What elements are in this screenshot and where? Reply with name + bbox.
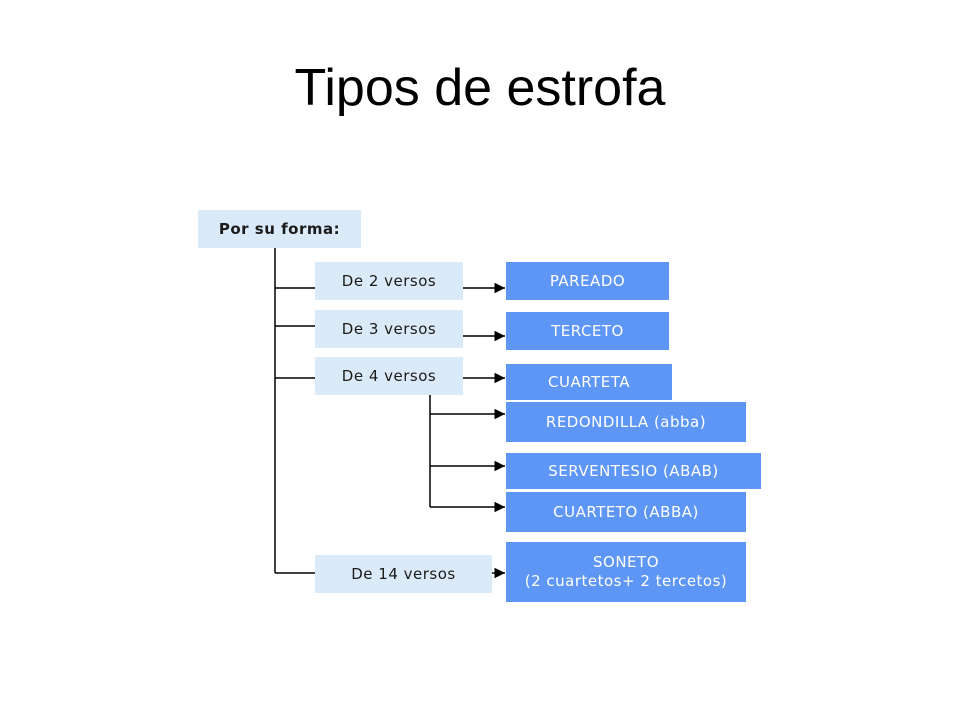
slide-title: Tipos de estrofa [294, 59, 666, 117]
result-soneto: SONETO (2 cuartetos+ 2 tercetos) [506, 542, 746, 602]
category-3-versos: De 3 versos [315, 310, 463, 348]
result-cuarteto: CUARTETO (ABBA) [506, 492, 746, 532]
result-soneto-detail: (2 cuartetos+ 2 tercetos) [524, 572, 728, 590]
result-cuarteta: CUARTETA [506, 364, 672, 400]
category-4-versos: De 4 versos [315, 357, 463, 395]
result-redondilla: REDONDILLA (abba) [506, 402, 746, 442]
result-pareado: PAREADO [506, 262, 669, 300]
result-terceto: TERCETO [506, 312, 669, 350]
result-serventesio: SERVENTESIO (ABAB) [506, 453, 761, 489]
category-14-versos: De 14 versos [315, 555, 492, 593]
root-node: Por su forma: [198, 210, 361, 248]
result-soneto-label: SONETO [593, 553, 659, 572]
category-2-versos: De 2 versos [315, 262, 463, 300]
